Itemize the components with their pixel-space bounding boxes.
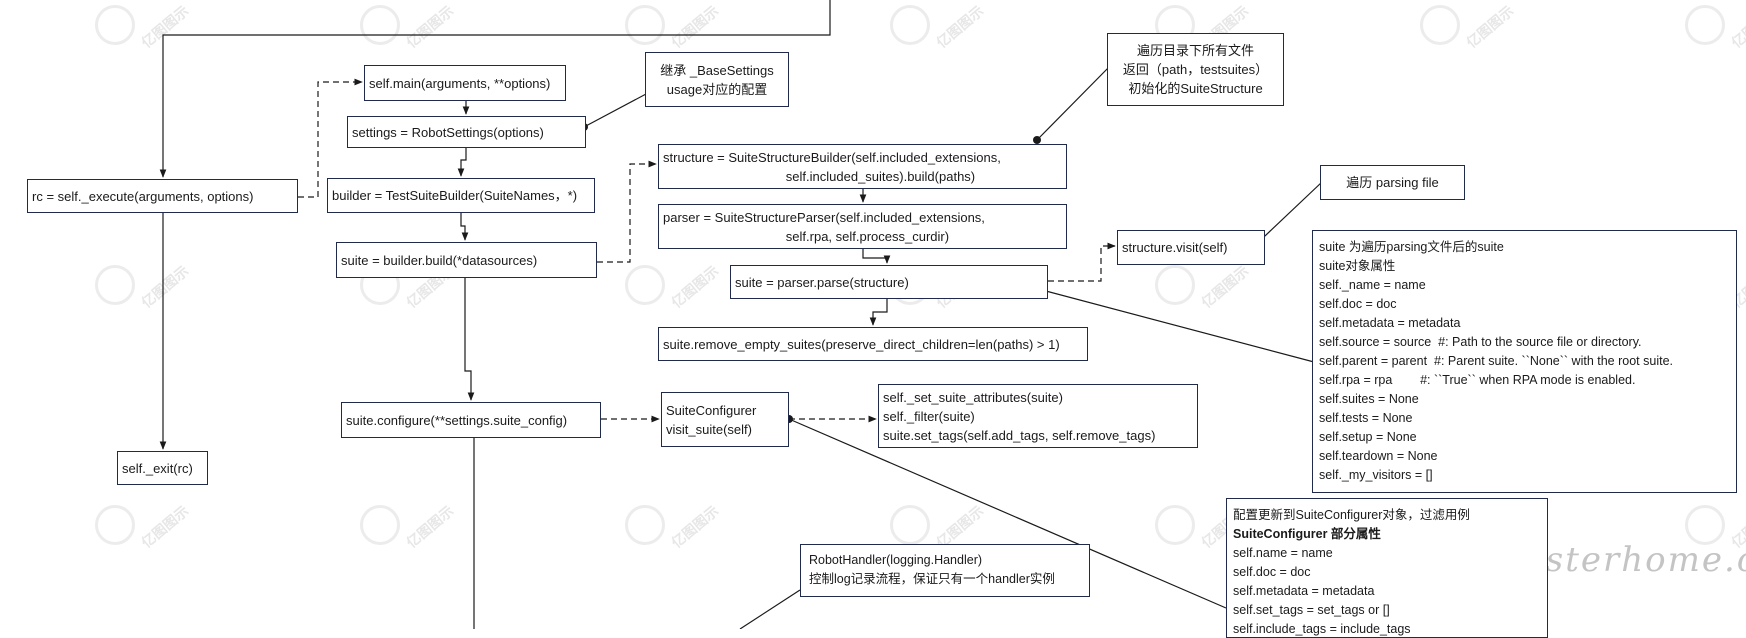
suite-configure-label: suite.configure(**settings.suite_config) — [346, 412, 568, 428]
rc-execute-node: rc = self._execute(arguments, options) — [27, 179, 298, 213]
parser-line-1: parser = SuiteStructureParser(self.inclu… — [663, 209, 985, 225]
structure-builder-line-1: structure = SuiteStructureBuilder(self.i… — [663, 149, 1001, 165]
watermark-logo-icon — [95, 505, 135, 545]
remove-empty-label: suite.remove_empty_suites(preserve_direc… — [663, 336, 1060, 352]
parser-line-2: self.rpa, self.process_curdir) — [663, 228, 950, 244]
suite-parse-node: suite = parser.parse(structure) — [730, 265, 1048, 299]
suite-attr-line: self.doc = doc — [1319, 297, 1397, 311]
suite-attr-line: self.parent = parent #: Parent suite. ``… — [1319, 354, 1673, 368]
robot-handler-line-1: RobotHandler(logging.Handler) — [809, 553, 983, 567]
suite-parse-label: suite = parser.parse(structure) — [735, 274, 909, 290]
settings-node: settings = RobotSettings(options) — [347, 116, 586, 148]
configurer-attr-intro: 配置更新到SuiteConfigurer对象，过滤用例 — [1233, 508, 1470, 522]
suite-build-node: suite = builder.build(*datasources) — [336, 242, 597, 278]
structure-builder-line-2: self.included_suites).build(paths) — [663, 168, 976, 184]
configurer-call-3: suite.set_tags(self.add_tags, self.remov… — [883, 427, 1156, 443]
edge-parse-to-visit — [1048, 242, 1116, 282]
configurer-call-2: self._filter(suite) — [883, 408, 975, 424]
watermark-logo-icon — [625, 265, 665, 305]
suite-attr-line: self.tests = None — [1319, 411, 1413, 425]
robot-handler-note: RobotHandler(logging.Handler) 控制log记录流程，… — [800, 544, 1090, 597]
self-exit-label: self._exit(rc) — [122, 460, 193, 476]
suite-attr-line: self.source = source #: Path to the sour… — [1319, 335, 1642, 349]
edge-suite-to-structure — [597, 160, 657, 263]
watermark-logo-icon — [1685, 5, 1725, 45]
suite-attr-line: self._my_visitors = [] — [1319, 468, 1433, 482]
suite-attr-line: self.rpa = rpa #: ``True`` when RPA mode… — [1319, 373, 1636, 387]
suite-configurer-node: SuiteConfigurer visit_suite(self) — [661, 392, 789, 447]
suite-configurer-line-2: visit_suite(self) — [666, 421, 752, 437]
traverse-dir-note-line-3: 初始化的SuiteStructure — [1128, 81, 1263, 96]
watermark-logo-icon — [95, 5, 135, 45]
structure-builder-node: structure = SuiteStructureBuilder(self.i… — [658, 144, 1067, 189]
link-parse-attrs — [1026, 285, 1315, 363]
configurer-attr-heading: SuiteConfigurer 部分属性 — [1233, 527, 1381, 541]
traverse-parsing-note-label: 遍历 parsing file — [1346, 175, 1439, 190]
base-settings-note-line-2: usage对应的配置 — [666, 81, 768, 97]
watermark-logo-icon — [360, 505, 400, 545]
suite-attr-line: suite 为遍历parsing文件后的suite — [1319, 240, 1504, 254]
suite-attr-line: self.suites = None — [1319, 392, 1419, 406]
edge-settings-to-builder — [457, 148, 467, 177]
watermark-logo-icon — [625, 505, 665, 545]
suite-attr-line: self.setup = None — [1319, 430, 1417, 444]
edge-rc-to-main — [298, 78, 363, 198]
watermark-logo-icon — [95, 265, 135, 305]
remove-empty-node: suite.remove_empty_suites(preserve_direc… — [658, 327, 1088, 361]
configurer-call-1: self._set_suite_attributes(suite) — [883, 389, 1063, 405]
settings-label: settings = RobotSettings(options) — [352, 124, 544, 140]
configurer-calls-node: self._set_suite_attributes(suite) self._… — [878, 384, 1198, 448]
watermark-logo-icon — [890, 505, 930, 545]
edge-builder-to-suite — [460, 213, 469, 241]
base-settings-note: 继承 _BaseSettings usage对应的配置 — [645, 52, 789, 107]
link-configurer-attrs — [788, 418, 1227, 609]
base-settings-note-line-1: 继承 _BaseSettings — [660, 62, 774, 78]
parser-node: parser = SuiteStructureParser(self.inclu… — [658, 204, 1067, 249]
suite-configurer-line-1: SuiteConfigurer — [666, 402, 757, 418]
watermark-logo-icon — [360, 5, 400, 45]
configurer-attr-line: self.include_tags = include_tags — [1233, 622, 1411, 636]
builder-node: builder = TestSuiteBuilder(SuiteNames，*) — [327, 178, 595, 213]
traverse-dir-note-line-2: 返回（path，testsuites） — [1122, 62, 1269, 77]
suite-attr-line: self._name = name — [1319, 278, 1426, 292]
watermark-logo-icon — [625, 5, 665, 45]
link-handler — [739, 589, 801, 629]
robot-handler-line-2: 控制log记录流程，保证只有一个handler实例 — [809, 572, 1055, 586]
rc-execute-label: rc = self._execute(arguments, options) — [32, 188, 254, 204]
configurer-attr-line: self.name = name — [1233, 546, 1333, 560]
configurer-attr-line: self.doc = doc — [1233, 565, 1311, 579]
configurer-attr-line: self.metadata = metadata — [1233, 584, 1375, 598]
suite-attributes-note: suite 为遍历parsing文件后的suite suite对象属性 self… — [1312, 230, 1737, 493]
edge-parser-to-parse — [862, 249, 891, 264]
watermark-logo-icon — [1685, 505, 1725, 545]
watermark-logo-icon — [1420, 5, 1460, 45]
watermark-logo-icon — [1155, 505, 1195, 545]
configurer-attr-line: self.set_tags = set_tags or [] — [1233, 603, 1390, 617]
watermark-logo-icon — [1155, 265, 1195, 305]
traverse-dir-note: 遍历目录下所有文件 返回（path，testsuites） 初始化的SuiteS… — [1107, 33, 1284, 106]
traverse-dir-note-line-1: 遍历目录下所有文件 — [1136, 43, 1254, 58]
dot-structure — [1033, 136, 1041, 144]
self-exit-node: self._exit(rc) — [117, 451, 208, 485]
link-structure-note — [1036, 63, 1113, 141]
edge-top-to-rc — [159, 0, 831, 178]
suite-attr-line: self.teardown = None — [1319, 449, 1438, 463]
suite-configure-node: suite.configure(**settings.suite_config) — [341, 402, 601, 438]
edge-suite-to-configure — [464, 278, 475, 401]
traverse-parsing-note: 遍历 parsing file — [1320, 165, 1465, 200]
watermark-logo-icon — [890, 5, 930, 45]
self-main-node: self.main(arguments, **options) — [364, 65, 566, 101]
builder-label: builder = TestSuiteBuilder(SuiteNames，*) — [332, 188, 578, 203]
self-main-label: self.main(arguments, **options) — [369, 75, 551, 91]
suite-attr-line: suite对象属性 — [1319, 259, 1396, 273]
suite-build-label: suite = builder.build(*datasources) — [341, 252, 538, 268]
edge-parse-to-remove — [869, 299, 888, 326]
structure-visit-node: structure.visit(self) — [1117, 230, 1265, 265]
configurer-attributes-note: 配置更新到SuiteConfigurer对象，过滤用例 SuiteConfigu… — [1226, 498, 1548, 638]
suite-attr-line: self.metadata = metadata — [1319, 316, 1461, 330]
structure-visit-label: structure.visit(self) — [1122, 240, 1228, 255]
